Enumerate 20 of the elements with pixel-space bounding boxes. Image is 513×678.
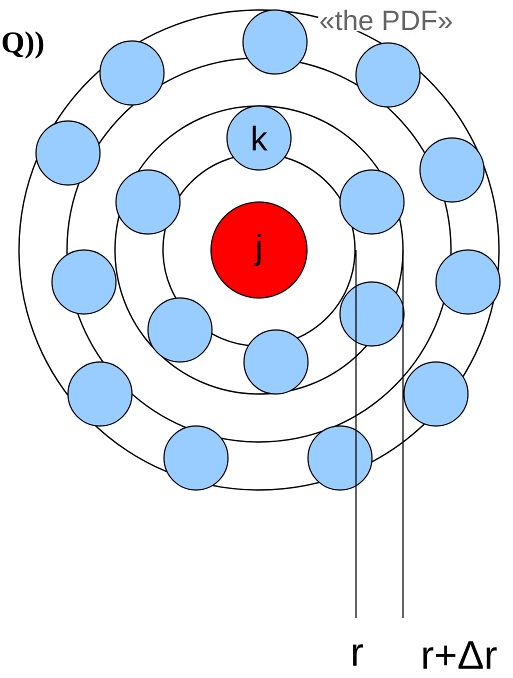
heading-text: Q)) <box>2 31 44 59</box>
particle-circle <box>242 9 308 75</box>
particle-circle <box>355 42 421 108</box>
dimension-label: r+Δr <box>423 641 497 669</box>
particle-circle <box>115 169 181 235</box>
particle-circle <box>163 425 229 491</box>
particle-circle <box>51 249 117 315</box>
particle-circle <box>339 281 405 347</box>
particle-circle <box>147 297 213 363</box>
particle-circle <box>403 361 469 427</box>
particle-circle <box>419 137 485 203</box>
particle-circle <box>35 120 101 186</box>
particle-circle <box>435 249 501 315</box>
particle-circle <box>339 169 405 235</box>
particle-circle <box>99 40 165 106</box>
particle-circle <box>243 329 309 395</box>
particle-circle <box>67 361 133 427</box>
caption-text: «the PDF» <box>318 8 454 32</box>
particle-circle <box>307 425 373 491</box>
dimension-label: r <box>352 644 363 666</box>
